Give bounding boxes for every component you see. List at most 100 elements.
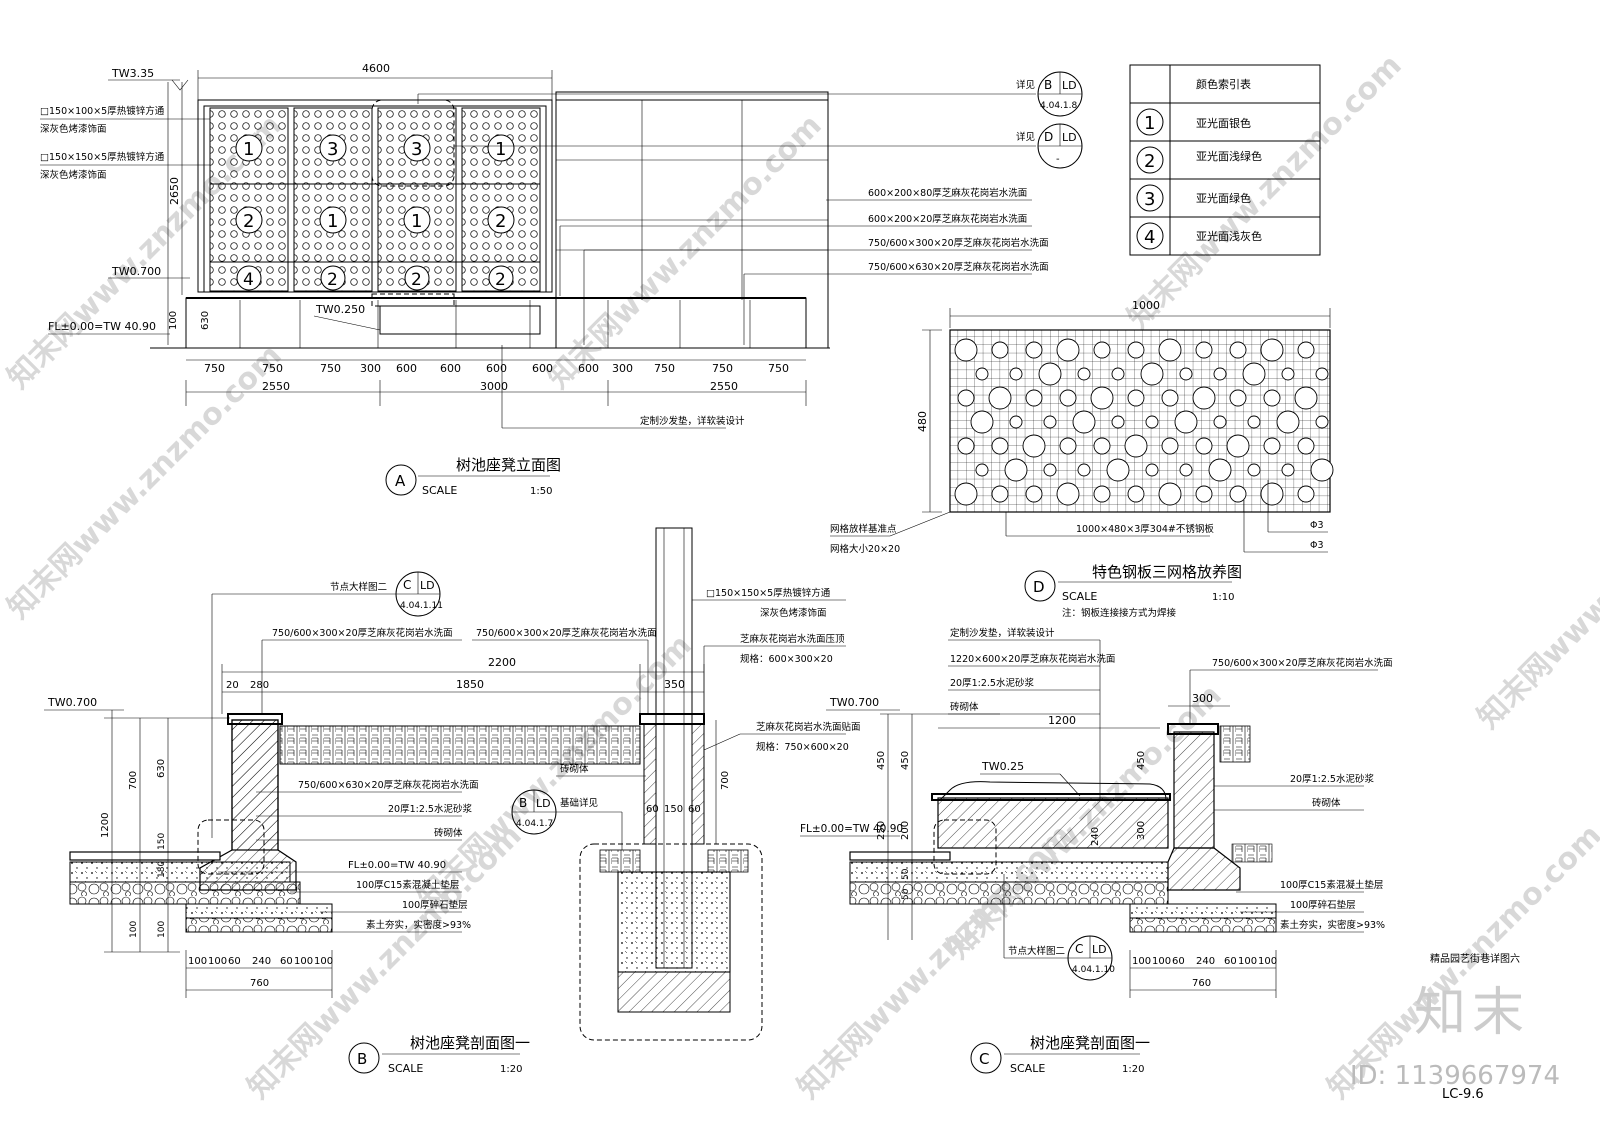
elev-dim-7: 600 [486,362,507,375]
elev-ref-b: 详见 B LD 4.04.1.8 [417,71,1083,117]
steel-plate-hole [1161,389,1179,407]
sec-c-ref-c-right: LD [1092,943,1107,956]
section-c: TW0.700 450 450 250 200 300 240 450 50 5… [800,627,1393,1075]
sec-b-note-8: 100厚碎石垫层 [402,899,468,911]
elev-note-2: 深灰色烤漆饰面 [40,123,107,135]
steel-plate-hole [1260,482,1284,506]
steel-plate-hole [1059,389,1077,407]
sec-c-note-8: 100厚C15素混凝土垫层 [1280,879,1383,891]
sec-c-note-1: 定制沙发垫，详软装设计 [950,627,1055,639]
elev-ref-b-right: LD [1062,79,1077,92]
sec-b-dim-350: 350 [664,678,685,691]
sec-c-ref-c-top: C [1075,942,1083,956]
sheet-caption: 精品园艺街巷详图六 [1430,952,1520,965]
steel-plate-hole [1260,338,1284,362]
elev-right-note-2: 600×200×20厚芝麻灰花岗岩水洗面 [868,213,1027,225]
elev-ref-d-label: 详见 [1016,131,1035,143]
steel-plate-hole [991,485,1009,503]
panel-num-3: 3 [411,139,422,160]
steel-plate-hole [1124,434,1148,458]
sec-c-note-5: 750/600×300×20厚芝麻灰花岗岩水洗面 [1212,657,1393,669]
sec-c-note-3: 20厚1:2.5水泥砂浆 [950,677,1034,689]
steel-plate-hole [975,367,989,381]
steel-plate-hole [1229,485,1247,503]
steel-plate-hole [1093,485,1111,503]
steel-plate-hole [1247,415,1261,429]
sec-c-vdim-4: 200 [900,821,911,840]
color-row-4-text: 亚光面浅灰色 [1196,229,1262,243]
steel-plate-hole [1025,389,1043,407]
steel-plate-hole [1297,341,1315,359]
sec-b-bdim-1: 100 [188,956,207,967]
steel-plate-hole [1229,389,1247,407]
steel-plate-hole [1315,415,1329,429]
sec-b-bdim-2: 100 [208,956,227,967]
steel-plate-hole [1315,367,1329,381]
elev-dim-9: 600 [578,362,599,375]
sec-b-note-2: 750/600×300×20厚芝麻灰花岗岩水洗面 [476,627,657,639]
sec-b-ref-c-bottom: 4.04.1.11 [400,601,443,611]
elev-panel-numbers: 1 3 3 1 2 1 1 2 4 2 2 2 [235,134,515,291]
sec-b-post-note-7: 砖砌体 [560,763,589,775]
steel-plate-hole [1140,362,1164,386]
steel-plate-hole [1127,485,1145,503]
sec-b-note-3: 750/600×630×20厚芝麻灰花岗岩水洗面 [298,779,479,791]
detail-d-note: 注：钢板连接接方式为焊接 [1062,607,1177,619]
elev-dim-12: 750 [712,362,733,375]
sec-c-title: 树池座凳剖面图一 [1030,1034,1150,1052]
panel-num-12: 2 [495,270,506,290]
elev-dim-5: 600 [396,362,417,375]
detail-d-r2: Φ3 [1310,540,1324,551]
sec-c-bdim-6: 100 [1238,956,1257,967]
steel-plate-hole [1009,415,1023,429]
elev-ref-d-top: D [1044,130,1053,144]
steel-plate-hole [1059,437,1077,455]
sec-b-vdim-5: 180 [157,861,167,878]
sec-b-post-note-3: 芝麻灰花岗岩水洗面压顶 [740,633,845,645]
elev-id: A [395,472,406,490]
color-table: 颜色索引表 1 亚光面银色 2 亚光面浅绿色 3 亚光面绿色 4 亚光面浅灰色 [1129,64,1321,256]
sec-b-post-note-2: 深灰色烤漆饰面 [760,607,827,619]
detail-d-scale: 1:10 [1212,592,1234,603]
sec-b-vdim-6: 100 [129,921,139,938]
steel-plate-hole [1111,415,1125,429]
elev-title: 树池座凳立面图 [456,456,561,474]
sec-b-ref-b2-label: 基础详见 [560,797,598,809]
elev-overall-dim: 4600 [362,62,390,75]
color-row-1-num: 1 [1144,113,1155,134]
sec-c-bdim-1: 100 [1132,956,1151,967]
elev-dim-4: 300 [360,362,381,375]
steel-plate-hole [1009,367,1023,381]
elev-right-note-3: 750/600×300×20厚芝麻灰花岗岩水洗面 [868,237,1049,249]
steel-plate-hole [1208,458,1232,482]
sec-b-level: TW0.700 [47,696,97,709]
sec-b-post-dim-1: 60 [646,804,659,815]
elev-dim-3: 750 [320,362,341,375]
sec-c-vdim-1: 450 [876,751,887,770]
elev-note-4: 深灰色烤漆饰面 [40,169,107,181]
watermark-4: 知末网www.znzmo.com [1,338,289,626]
steel-plate-hole [1004,458,1028,482]
elev-dim-10: 300 [612,362,633,375]
elev-level-seat: TW0.250 [315,303,365,316]
image-id: ID: 1139667974 [1349,1061,1560,1091]
elev-ref-d-bottom: - [1056,154,1060,165]
steel-plate-hole [1093,341,1111,359]
steel-plate-hole [1127,389,1145,407]
sec-c-note-7: 砖砌体 [1312,797,1341,809]
steel-plate-hole [975,463,989,477]
elev-height-dim: 2650 [168,177,181,205]
sec-c-note-6: 20厚1:2.5水泥砂浆 [1290,773,1374,785]
sec-c-vdim-8: 50 [901,868,911,880]
steel-plate-hole [1242,362,1266,386]
steel-plate-hole [954,338,978,362]
panel-num-1: 1 [243,139,254,160]
elev-group-dim-3: 2550 [710,380,738,393]
sec-c-level-seat: TW0.25 [981,760,1024,773]
sec-b-post-note-6: 规格：750×600×20 [756,741,849,753]
sec-b-post-dim-2: 150 [664,804,683,815]
detail-d-scale-label: SCALE [1062,590,1097,603]
steel-plate-hole [1281,463,1295,477]
steel-plate-hole [1038,362,1062,386]
steel-plate-hole [1229,341,1247,359]
